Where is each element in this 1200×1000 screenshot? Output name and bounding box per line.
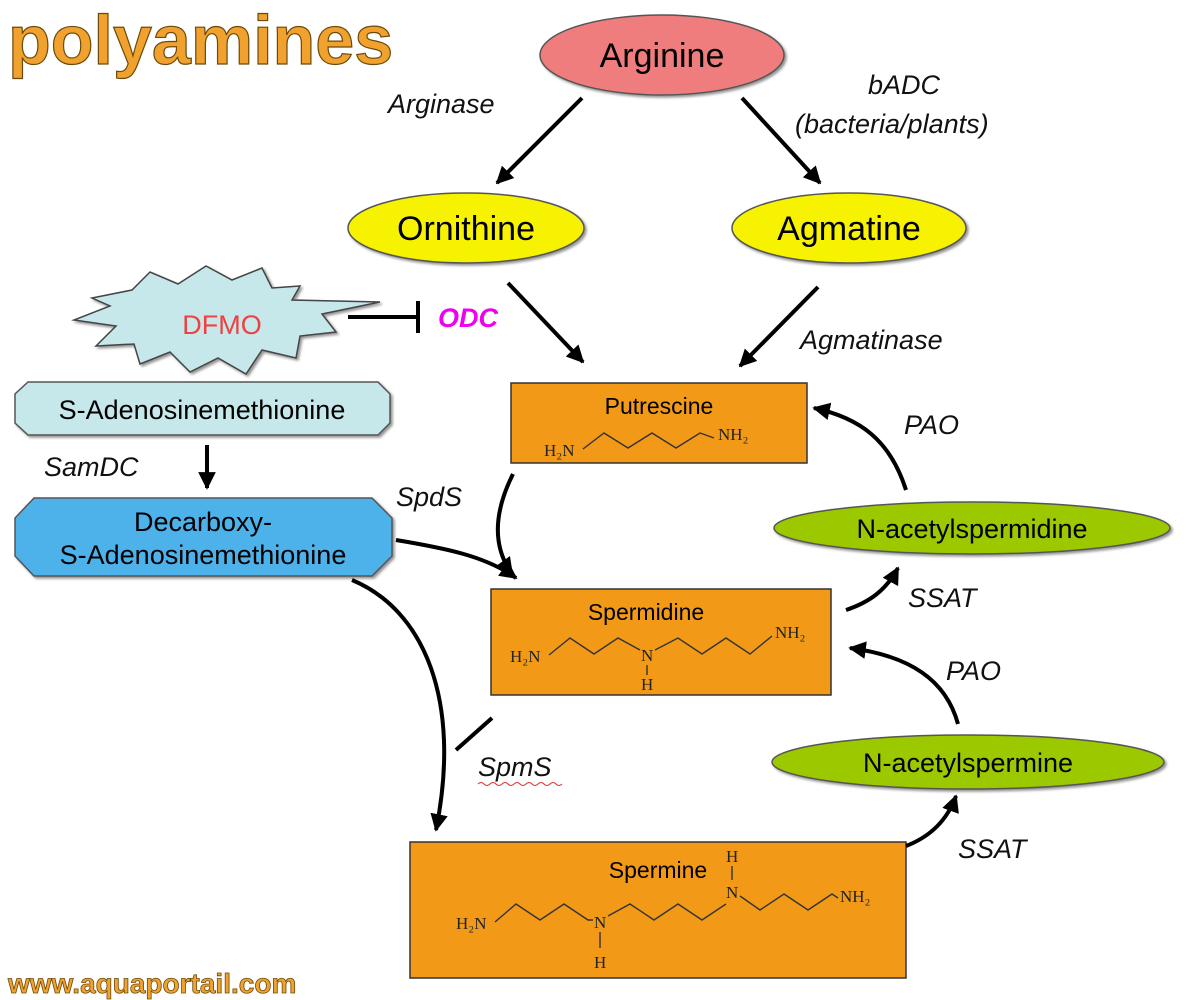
enzyme-agmatinase: Agmatinase [798,325,943,355]
putrescine-structure: H₂N NH₂ [544,425,748,460]
spermidine-label: Spermidine [588,599,704,625]
arrow-dcsam-to-spermine [351,578,448,832]
n-acetylspermine-node: N-acetylspermine [771,734,1165,790]
enzyme-spds: SpdS [396,482,462,512]
enzyme-spms: SpmS [478,752,552,782]
spermine-structure: H₂N N H H N NH₂ [456,847,870,972]
spermine-n-right: N [726,883,738,902]
arrow-spermine-to-n-acetylspermine [905,794,959,848]
agmatine-node: Agmatine [731,192,967,264]
enzyme-ssat-upper: SSAT [908,583,979,613]
sam-node: S-Adenosinemethionine [14,381,391,436]
arrow-arginine-to-agmatine [740,96,822,185]
enzyme-ssat-lower: SSAT [958,834,1029,864]
arrow-putrescine-to-spermidine [495,473,515,576]
enzyme-badc-organisms: (bacteria/plants) [795,109,989,139]
spermine-h-right: H [726,847,738,866]
spms-underline [477,782,563,786]
enzyme-arginase: Arginase [386,89,495,119]
arginine-node: Arginine [539,14,785,96]
enzyme-samdc: SamDC [44,452,139,482]
arrow-agmatine-to-putrescine [738,285,820,368]
arrow-ornithine-to-putrescine [506,281,585,364]
arrow-dcsam-to-spermidine [395,538,518,580]
spermine-h2n: H₂N [456,914,486,933]
spermine-label: Spermine [609,857,707,883]
footer-url: www.aquaportail.com [7,968,296,999]
dcsam-label-line1: Decarboxy- [134,507,272,537]
ornithine-label: Ornithine [397,210,535,248]
enzyme-pao-upper: PAO [904,410,959,440]
n-acetylspermidine-label: N-acetylspermidine [856,514,1087,544]
spermidine-structure: H₂N N H NH₂ [510,623,805,694]
putrescine-h2n: H₂N [544,441,574,460]
inhibition-arrow [348,301,420,333]
dfmo-label: DFMO [182,310,261,340]
spermidine-n: N [641,646,653,665]
arrow-n-acetylspermidine-to-putrescine [812,402,908,491]
spermine-nh2: NH₂ [840,887,870,906]
spermidine-node: Spermidine H₂N N H NH₂ [490,588,832,696]
sam-label: S-Adenosinemethionine [59,395,346,425]
spermidine-nh2: NH₂ [775,623,805,642]
dfmo-node: DFMO [71,265,381,375]
n-acetylspermine-label: N-acetylspermine [863,748,1073,778]
starburst-shape [71,265,381,375]
agmatine-label: Agmatine [777,210,921,248]
spermine-h-left: H [594,953,606,972]
enzyme-badc: bADC [868,70,941,100]
spermine-n-left: N [594,913,606,932]
enzyme-odc: ODC [438,303,499,333]
spermidine-h: H [641,675,653,694]
arrow-spermidine-to-n-acetylspermidine [845,566,900,612]
page-title: polyamines [8,1,393,79]
spermine-node: Spermine H₂N N H H N NH₂ [409,841,907,979]
putrescine-nh2: NH₂ [718,425,748,444]
dcsam-label-line2: S-Adenosinemethionine [60,540,347,570]
spermidine-h2n: H₂N [510,647,540,666]
enzyme-pao-lower: PAO [946,656,1001,686]
ornithine-node: Ornithine [347,192,585,264]
n-acetylspermidine-node: N-acetylspermidine [773,501,1171,555]
dcsam-node: Decarboxy- S-Adenosinemethionine [14,497,393,577]
spms-crossbar [454,716,494,752]
arrow-n-acetylspermine-to-spermidine [848,641,960,725]
arginine-label: Arginine [600,37,725,75]
putrescine-label: Putrescine [605,393,714,419]
putrescine-node: Putrescine H₂N NH₂ [510,382,808,464]
arrow-arginine-to-ornithine [495,96,584,185]
